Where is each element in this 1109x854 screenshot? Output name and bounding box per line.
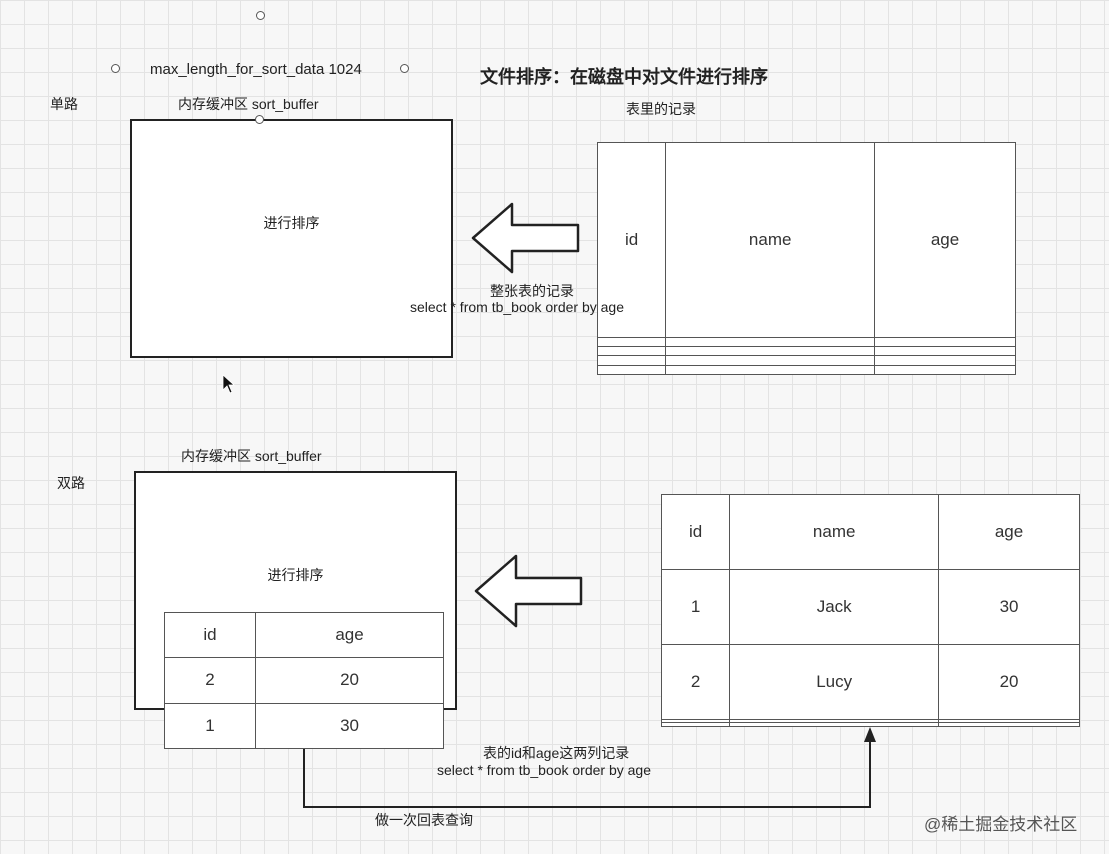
dual-buffer-label: 内存缓冲区 sort_buffer xyxy=(181,448,322,464)
header-cell: id xyxy=(596,142,667,338)
table-row xyxy=(660,722,1080,727)
header-cell: age xyxy=(255,611,444,659)
selection-handle[interactable] xyxy=(111,64,120,73)
lookup-arrowhead xyxy=(864,727,876,742)
table-header-row: id age xyxy=(163,611,444,659)
single-record-table: id name age xyxy=(596,142,1016,376)
table-cell xyxy=(938,722,1080,727)
dual-buffer-text: 进行排序 xyxy=(267,567,324,583)
mouse-cursor-icon xyxy=(222,374,236,394)
table-row xyxy=(596,364,1016,376)
lookup-connector-line xyxy=(303,740,871,808)
single-path-label: 单路 xyxy=(50,96,78,112)
header-cell: name xyxy=(729,494,940,570)
table-cell xyxy=(660,722,731,727)
single-sort-buffer[interactable]: 进行排序 xyxy=(130,119,453,358)
dual-sql: select * from tb_book order by age xyxy=(437,762,652,778)
param-label: max_length_for_sort_data 1024 xyxy=(150,61,362,78)
table-row: 1 30 xyxy=(163,702,444,750)
header-cell: id xyxy=(660,494,731,570)
table-cell: Lucy xyxy=(729,643,940,720)
table-cell xyxy=(874,364,1016,376)
table-cell: 20 xyxy=(938,643,1080,720)
table-lookup-label: 做一次回表查询 xyxy=(375,812,473,828)
dual-record-table: id name age 1 Jack 30 2 Lucy 20 xyxy=(660,494,1080,727)
table-cell: 2 xyxy=(660,643,731,720)
table-cell: 30 xyxy=(255,702,444,750)
single-sql: select * from tb_book order by age xyxy=(410,299,625,315)
single-buffer-label: 内存缓冲区 sort_buffer xyxy=(178,96,319,112)
table-cell xyxy=(596,364,667,376)
dual-arrow-text: 表的id和age这两列记录 xyxy=(483,745,630,761)
header-cell: age xyxy=(874,142,1016,338)
single-table-label: 表里的记录 xyxy=(626,101,696,117)
single-arrow-text: 整张表的记录 xyxy=(490,283,574,299)
header-cell: age xyxy=(938,494,1080,570)
table-header-row: id name age xyxy=(660,494,1080,570)
single-left-arrow xyxy=(471,202,580,274)
selection-handle[interactable] xyxy=(400,64,409,73)
watermark: @稀土掘金技术社区 xyxy=(924,815,1078,834)
table-header-row: id name age xyxy=(596,142,1016,338)
table-cell: 1 xyxy=(163,702,257,750)
single-buffer-text: 进行排序 xyxy=(263,215,320,231)
diagram-title: 文件排序：在磁盘中对文件进行排序 xyxy=(480,67,768,87)
table-cell: Jack xyxy=(729,568,940,645)
dual-left-arrow xyxy=(474,554,583,628)
table-row: 2 Lucy 20 xyxy=(660,643,1080,720)
selection-handle[interactable] xyxy=(255,115,264,124)
dual-path-label: 双路 xyxy=(57,475,85,491)
header-cell: id xyxy=(163,611,257,659)
table-row: 2 20 xyxy=(163,657,444,704)
dual-sort-buffer-table: id age 2 20 1 30 xyxy=(163,611,444,750)
table-cell: 20 xyxy=(255,657,444,704)
selection-handle[interactable] xyxy=(256,11,265,20)
